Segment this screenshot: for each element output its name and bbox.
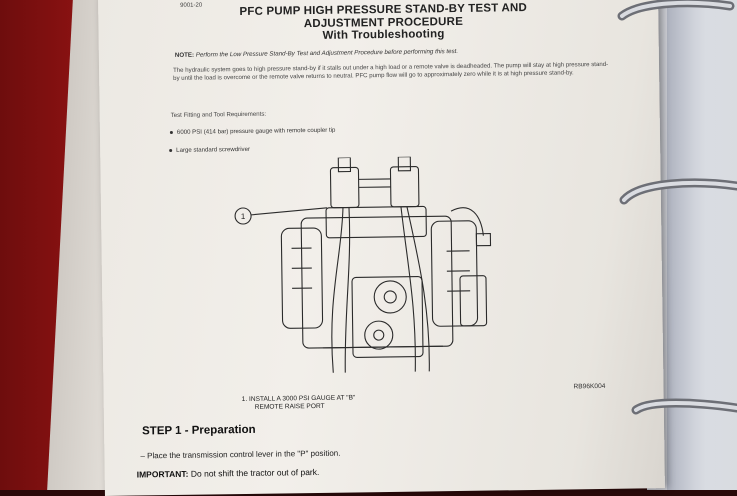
caption-line-2: REMOTE RAISE PORT	[242, 402, 356, 411]
tool-item-gauge: 6000 PSI (414 bar) pressure gauge with r…	[170, 127, 336, 136]
binder-rings	[600, 0, 737, 490]
callout-number: 1	[241, 212, 246, 221]
note-text: Perform the Low Pressure Stand-By Test a…	[196, 48, 458, 59]
manual-page: 9001-20 PFC PUMP HIGH PRESSURE STAND-BY …	[98, 0, 665, 496]
tool-item-screwdriver: Large standard screwdriver	[169, 146, 250, 154]
figure-caption: 1. INSTALL A 3000 PSI GAUGE AT "B" REMOT…	[242, 394, 356, 411]
document-id: 9001-20	[180, 3, 202, 9]
tools-heading: Test Fitting and Tool Requirements:	[171, 111, 266, 119]
important-label: IMPORTANT:	[137, 469, 189, 480]
step-instruction: – Place the transmission control lever i…	[140, 449, 340, 461]
bullet-dot-icon	[169, 149, 172, 152]
tool-item-label: Large standard screwdriver	[176, 146, 250, 154]
note-label: NOTE:	[175, 52, 194, 59]
important-text: Do not shift the tractor out of park.	[191, 467, 320, 479]
step-heading: STEP 1 - Preparation	[142, 424, 256, 438]
caption-line-1: 1. INSTALL A 3000 PSI GAUGE AT "B"	[242, 394, 356, 403]
pump-diagram: 1	[230, 155, 533, 384]
page-title: PFC PUMP HIGH PRESSURE STAND-BY TEST AND…	[228, 2, 538, 44]
tool-item-label: 6000 PSI (414 bar) pressure gauge with r…	[177, 127, 336, 136]
intro-paragraph: The hydraulic system goes to high pressu…	[173, 61, 613, 82]
note: NOTE: Perform the Low Pressure Stand-By …	[175, 48, 458, 59]
important-note: IMPORTANT: Do not shift the tractor out …	[137, 467, 320, 480]
bullet-dot-icon	[170, 131, 173, 134]
